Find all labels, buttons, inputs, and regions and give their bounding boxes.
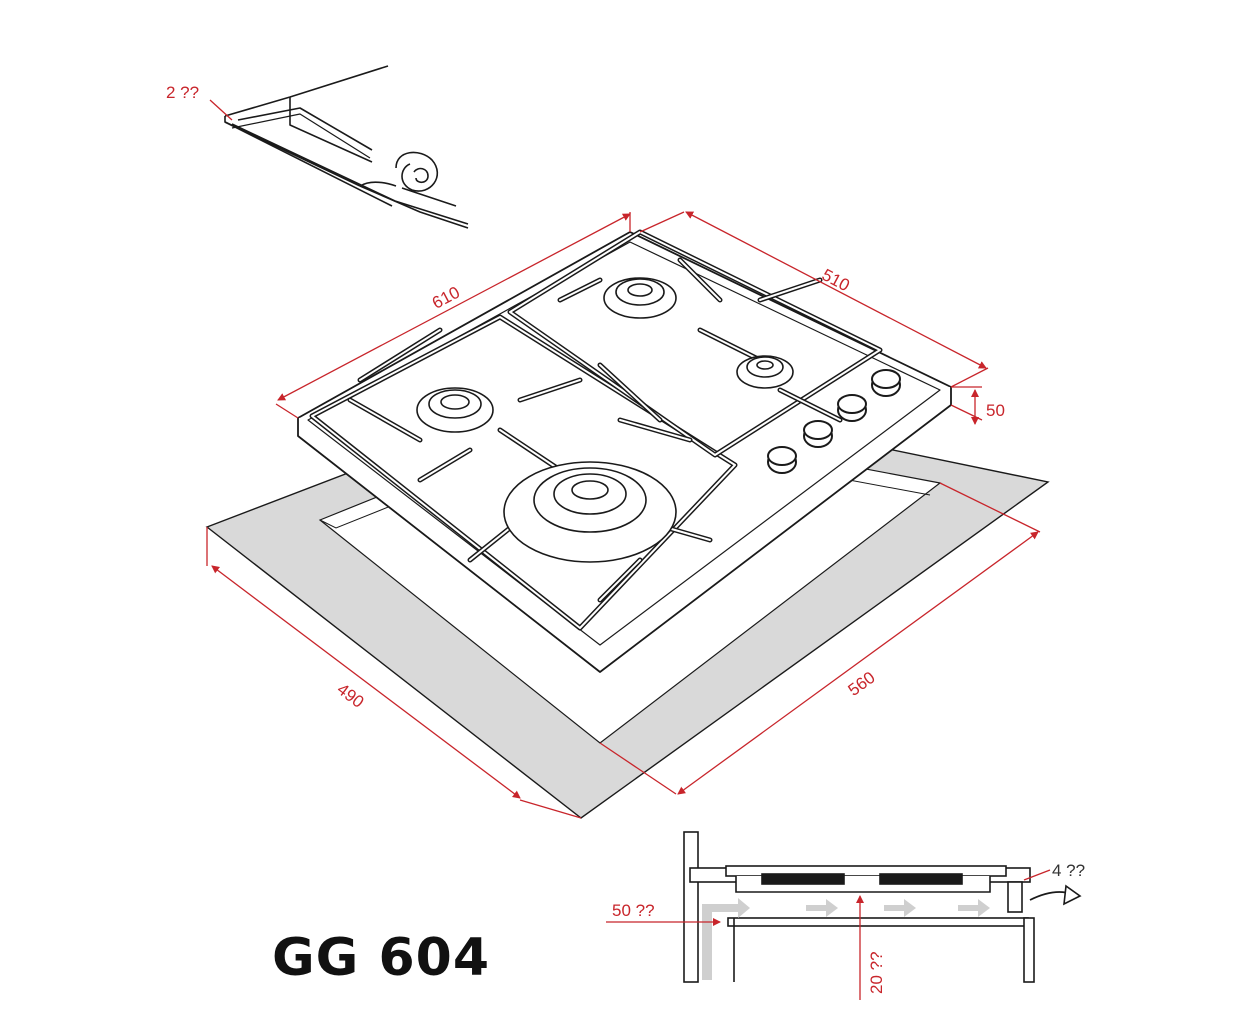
- seal-leader-line: [209, 99, 233, 121]
- overhang-leader-line: [1023, 869, 1051, 881]
- cutout-width-dimension: [599, 482, 1041, 795]
- cabinet-wall: [683, 831, 699, 983]
- burner-rear-left: [416, 387, 494, 433]
- shelf: [727, 917, 1029, 927]
- control-knob-4: [871, 369, 901, 397]
- cutout-depth-dimension: [206, 527, 582, 819]
- height-dimension: [950, 386, 983, 425]
- depth-dimension-label: 510: [819, 265, 853, 295]
- width-dimension: [275, 212, 631, 419]
- width-dimension-label: 610: [429, 283, 463, 313]
- overhang-label: 4 ??: [1052, 861, 1085, 880]
- depth-dimension: [639, 211, 989, 388]
- cross-section: [683, 831, 1035, 983]
- control-knob-1: [767, 446, 797, 474]
- model-name: GG 604: [272, 928, 491, 988]
- cutout-depth-dimension-label: 490: [333, 680, 367, 712]
- burner-small: [736, 355, 794, 389]
- control-knob-2: [803, 420, 833, 448]
- clearance-side-label: 50 ??: [612, 901, 655, 920]
- clearance-top-label: 20 ??: [867, 951, 886, 994]
- control-knobs: [767, 369, 901, 474]
- control-knob-3: [837, 394, 867, 422]
- seal-dimension-label: 2 ??: [166, 83, 199, 102]
- height-dimension-label: 50: [986, 401, 1005, 420]
- seal-detail: [224, 65, 469, 229]
- cutout-width-dimension-label: 560: [845, 668, 879, 700]
- burner-wok: [503, 461, 677, 563]
- burner-rear-right: [603, 277, 677, 319]
- airflow-arrows: [702, 898, 990, 980]
